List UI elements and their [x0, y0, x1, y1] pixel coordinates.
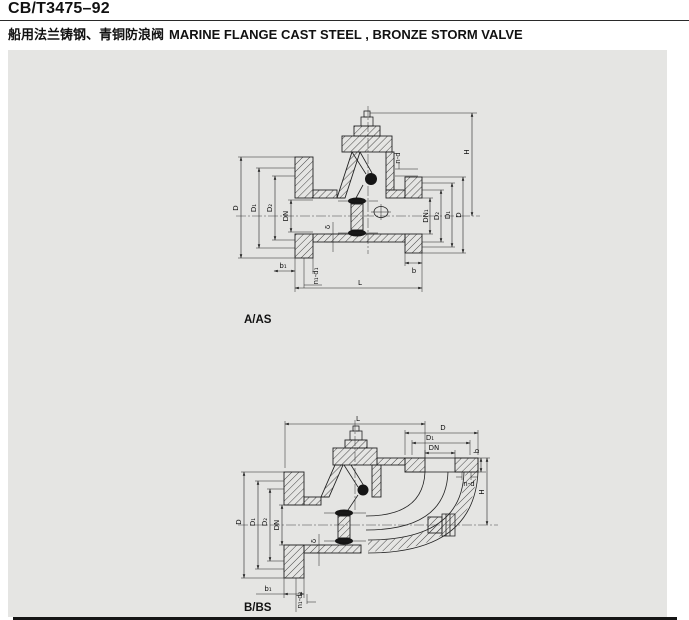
valve-a-drawing: D D₁ D₂ DN DN₁ D₂ D₁ [232, 106, 480, 326]
dim-label-a-right-bore: DN₁ [422, 209, 430, 223]
title-rule [0, 20, 689, 21]
valve-b-dims-outlet: D D₁ DN [404, 424, 479, 458]
drawing-a-caption: A/AS [244, 314, 272, 326]
subtitle-english: MARINE FLANGE CAST STEEL , BRONZE STORM … [169, 27, 523, 42]
valve-a-dims-left: D D₁ D₂ DN [232, 156, 313, 259]
dim-label-b-wall: δ [310, 539, 318, 543]
dim-label-b-left-boltcircle: D₁ [249, 518, 257, 526]
dim-label-b-height: H [478, 489, 486, 494]
subtitle-chinese: 船用法兰铸钢、青铜防浪阀 [8, 27, 165, 42]
dim-label-a-right-boltcircle: D₁ [444, 211, 452, 219]
panel-bottom-border [13, 617, 677, 620]
page-subtitle: 船用法兰铸钢、青铜防浪阀 MARINE FLANGE CAST STEEL , B… [8, 24, 523, 43]
valve-b-bonnet [332, 447, 378, 466]
valve-b-disc [337, 515, 351, 539]
dim-label-a-left-boltcircle: D₁ [250, 204, 258, 212]
valve-b-dims-left: D D₁ D₂ DN [235, 471, 304, 579]
valve-b-body [283, 425, 479, 579]
dim-label-b-left-outer: D [235, 519, 243, 524]
dim-label-a-bolt-right: n-d [394, 152, 402, 163]
drawing-panel [8, 50, 667, 617]
dim-label-a-thickness-left: b₁ [279, 262, 286, 270]
valve-b-drawing: L D D₁ DN b [235, 415, 498, 614]
valve-a-dim-thickness-left: b₁ n₁-d₁ [273, 258, 322, 292]
valve-a-dim-length: L [294, 279, 423, 290]
dim-label-b-outlet-bore: DN [429, 444, 440, 452]
valve-a-bonnet [341, 135, 393, 153]
dim-label-b-length: L [356, 415, 360, 423]
dim-label-a-left-outer: D [232, 205, 240, 210]
dim-label-a-left-face: D₂ [266, 204, 274, 212]
valve-b-cap [344, 439, 368, 449]
valve-b-cap-bolt [349, 430, 363, 441]
valve-b-dim-wall: δ [310, 534, 326, 566]
dim-label-b-left-bore: DN [273, 520, 281, 531]
dim-label-a-thickness-right: b [412, 267, 417, 275]
valve-b-dim-thickness-left: b₁ n₁-d₁ [256, 578, 316, 612]
dim-label-b-thickness-left: b₁ [264, 585, 271, 593]
dim-label-a-left-bore: DN [282, 211, 290, 222]
dim-label-b-outlet-thickness: b [473, 448, 481, 453]
dim-label-b-left-face: D₂ [261, 518, 269, 526]
dim-label-b-bolt-top: n-d [463, 480, 474, 488]
dim-label-a-right-outer: D [455, 212, 463, 217]
page-title: CB/T3475–92 [8, 0, 110, 17]
dim-label-a-bolt-left: n₁-d₁ [312, 267, 320, 284]
valve-a-cap [353, 125, 381, 137]
valve-b-dim-height: H [478, 457, 489, 526]
dim-label-b-outlet-outer: D [440, 424, 445, 432]
drawing-b-caption: B/BS [244, 602, 272, 614]
dim-label-a-height: H [463, 149, 471, 154]
valve-a-disc [350, 203, 364, 231]
dim-label-b-outlet-boltcircle: D₁ [426, 434, 434, 442]
valve-a-disc-pivot [365, 173, 377, 185]
valve-b-disc-pivot [357, 484, 369, 496]
valve-a-dim-wall: δ [324, 222, 340, 252]
valve-a-dims-right: DN₁ D₂ D₁ D [422, 176, 466, 254]
valve-b-drain-plug [427, 516, 443, 534]
valve-a-dim-bolt-right: n-d [394, 152, 418, 177]
valve-b-dim-bolt-top: n-d [456, 472, 478, 488]
valve-a-body [294, 110, 423, 259]
valve-a-dim-height: H [370, 112, 477, 217]
dim-label-a-length: L [358, 279, 362, 287]
valve-a-cap-bolt [360, 116, 374, 127]
valve-a-dim-thickness-right: b [404, 253, 423, 292]
dim-label-a-wall: δ [324, 225, 332, 229]
dim-label-a-right-face: D₂ [433, 212, 441, 220]
dim-label-b-bolt-left: n₁-d₁ [296, 591, 304, 608]
